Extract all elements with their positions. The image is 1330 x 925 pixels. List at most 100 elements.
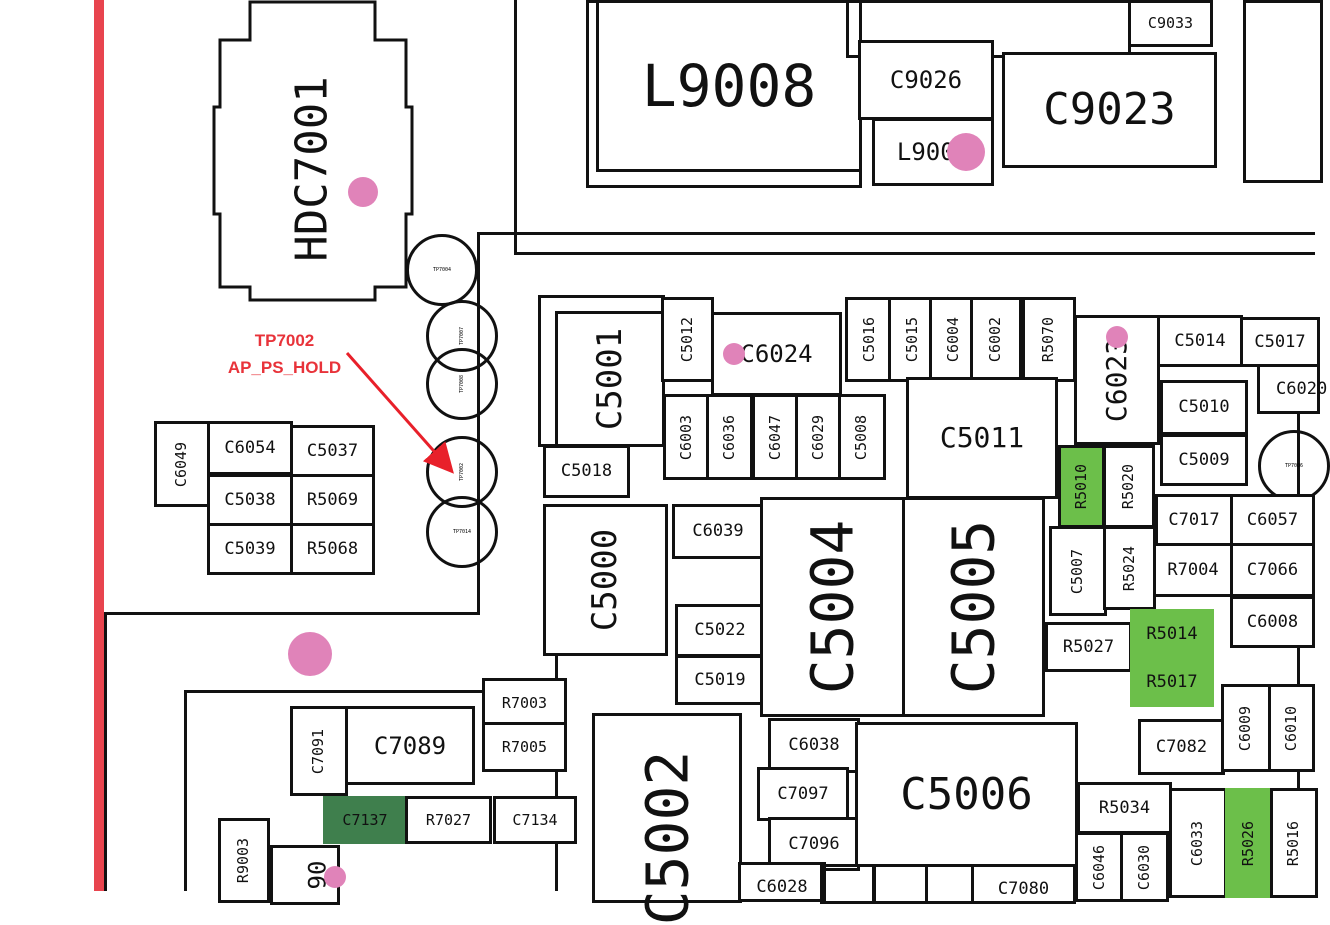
component-C7097[interactable]: C7097 bbox=[757, 767, 849, 821]
component-C5001[interactable]: C5001 bbox=[555, 311, 665, 447]
component-C5006[interactable]: C5006 bbox=[855, 722, 1078, 867]
component-C5017[interactable]: C5017 bbox=[1240, 317, 1320, 367]
outline bbox=[477, 232, 480, 615]
component-label: C6009 bbox=[1236, 705, 1255, 751]
component-label: C5002 bbox=[633, 750, 702, 925]
component-label: R7004 bbox=[1167, 559, 1219, 580]
component-label: C6023 bbox=[1100, 337, 1134, 423]
component-R7005[interactable]: R7005 bbox=[482, 722, 567, 772]
component-C6029[interactable]: C6029 bbox=[795, 394, 842, 480]
callout-testpoint: TP7002 bbox=[254, 331, 315, 350]
pin1-marker bbox=[324, 866, 346, 888]
testpoint-TP7008[interactable]: TP7008 bbox=[426, 348, 498, 420]
component-HDC7001[interactable]: HDC7001 bbox=[220, 40, 406, 298]
component-C6003[interactable]: C6003 bbox=[663, 394, 710, 480]
component-R5010[interactable]: R5010 bbox=[1058, 445, 1105, 528]
component-C6008[interactable]: C6008 bbox=[1230, 596, 1315, 648]
component-C6033[interactable]: C6033 bbox=[1169, 788, 1227, 898]
component-C5019[interactable]: C5019 bbox=[675, 655, 765, 705]
component-label: R5069 bbox=[306, 489, 359, 510]
component-C6049[interactable]: C6049 bbox=[154, 421, 210, 507]
component-R5016[interactable]: R5016 bbox=[1270, 788, 1318, 898]
component-label: C6004 bbox=[944, 316, 963, 363]
component-C6020[interactable]: C6020 bbox=[1257, 364, 1327, 414]
component-R5026[interactable]: R5026 bbox=[1225, 788, 1273, 898]
component-C9033[interactable]: C9033 bbox=[1128, 0, 1213, 47]
component-C5000[interactable]: C5000 bbox=[543, 504, 668, 656]
component-C6028[interactable]: C6028 bbox=[738, 862, 826, 902]
component-label: C9033 bbox=[1147, 14, 1194, 32]
component-label: C5022 bbox=[694, 620, 746, 640]
component-label: C7137 bbox=[342, 810, 388, 829]
component-R5014[interactable]: R5014 bbox=[1130, 609, 1214, 659]
component-C5022[interactable]: C5022 bbox=[675, 604, 765, 657]
component-C5004[interactable]: C5004 bbox=[760, 497, 905, 717]
component-C5037[interactable]: C5037 bbox=[290, 425, 375, 477]
component-label: C5007 bbox=[1068, 548, 1087, 594]
component-C5014[interactable]: C5014 bbox=[1157, 315, 1243, 367]
component-C6047[interactable]: C6047 bbox=[752, 394, 799, 480]
component-C7080[interactable]: C7080 bbox=[971, 864, 1076, 904]
component-C5002[interactable]: C5002 bbox=[592, 713, 742, 925]
component-C5005[interactable]: C5005 bbox=[902, 497, 1045, 717]
component-C6002[interactable]: C6002 bbox=[970, 297, 1022, 382]
pin1-marker bbox=[1106, 326, 1128, 348]
component-R5024[interactable]: R5024 bbox=[1103, 526, 1156, 610]
component-R7004[interactable]: R7004 bbox=[1153, 543, 1233, 597]
testpoint-TP7004[interactable]: TP7004 bbox=[406, 234, 478, 306]
component-C5008[interactable]: C5008 bbox=[838, 394, 886, 480]
component-C5016[interactable]: C5016 bbox=[845, 297, 895, 382]
component-C7082[interactable]: C7082 bbox=[1138, 719, 1225, 775]
component-C7134[interactable]: C7134 bbox=[493, 796, 577, 844]
component-C5007[interactable]: C5007 bbox=[1049, 526, 1107, 616]
component-C7137[interactable]: C7137 bbox=[323, 796, 407, 844]
component-C5011[interactable]: C5011 bbox=[906, 377, 1058, 499]
component-label: C6046 bbox=[1090, 844, 1108, 890]
component-C5012[interactable]: C5012 bbox=[661, 297, 714, 382]
testpoint-TP7006[interactable]: TP7006 bbox=[1258, 430, 1330, 502]
component-C6036[interactable]: C6036 bbox=[706, 394, 753, 480]
component-R9003[interactable]: R9003 bbox=[218, 818, 270, 903]
component-label: C7097 bbox=[777, 783, 829, 804]
component-C5018[interactable]: C5018 bbox=[543, 445, 630, 498]
component-label: C5037 bbox=[306, 440, 359, 461]
component-R5034[interactable]: R5034 bbox=[1077, 782, 1172, 834]
component-C9023[interactable]: C9023 bbox=[1002, 52, 1217, 168]
component-C6030[interactable]: C6030 bbox=[1120, 832, 1169, 902]
component-label: C7134 bbox=[512, 810, 558, 829]
component-label: C5011 bbox=[939, 421, 1025, 454]
component-C5010[interactable]: C5010 bbox=[1160, 380, 1248, 435]
component-stub bbox=[873, 864, 928, 904]
component-R5017[interactable]: R5017 bbox=[1130, 657, 1214, 707]
component-C6038[interactable]: C6038 bbox=[768, 718, 860, 773]
component-R7027[interactable]: R7027 bbox=[405, 796, 492, 844]
component-C6054[interactable]: C6054 bbox=[207, 421, 293, 475]
component-R5020[interactable]: R5020 bbox=[1103, 445, 1155, 528]
component-C7066[interactable]: C7066 bbox=[1230, 543, 1315, 597]
testpoint-TP7014[interactable]: TP7014 bbox=[426, 496, 498, 568]
component-C7091[interactable]: C7091 bbox=[290, 706, 348, 796]
component-C5009[interactable]: C5009 bbox=[1160, 434, 1248, 486]
component-R5027[interactable]: R5027 bbox=[1045, 622, 1132, 672]
component-C5039[interactable]: C5039 bbox=[207, 523, 293, 575]
component-C7089[interactable]: C7089 bbox=[345, 706, 475, 785]
component-R5069[interactable]: R5069 bbox=[290, 474, 375, 526]
component-R5068[interactable]: R5068 bbox=[290, 523, 375, 575]
component-C7017[interactable]: C7017 bbox=[1155, 494, 1233, 546]
component-C6046[interactable]: C6046 bbox=[1075, 832, 1124, 902]
component-C6039[interactable]: C6039 bbox=[672, 504, 764, 559]
component-C5038[interactable]: C5038 bbox=[207, 474, 293, 526]
component-L9008[interactable]: L9008 bbox=[596, 0, 862, 172]
component-C6010[interactable]: C6010 bbox=[1268, 684, 1315, 772]
component-label: C5006 bbox=[900, 768, 1033, 820]
outline bbox=[514, 0, 517, 255]
component-C9026[interactable]: C9026 bbox=[858, 40, 994, 120]
component-C6009[interactable]: C6009 bbox=[1221, 684, 1271, 772]
component-R7003[interactable]: R7003 bbox=[482, 678, 567, 728]
component-label: HDC7001 bbox=[287, 76, 338, 262]
component-label: R5010 bbox=[1072, 463, 1090, 510]
component-label: C6024 bbox=[740, 340, 813, 368]
component-R5070[interactable]: R5070 bbox=[1022, 297, 1076, 382]
component-label: C5000 bbox=[585, 528, 626, 632]
component-C6057[interactable]: C6057 bbox=[1230, 494, 1315, 546]
